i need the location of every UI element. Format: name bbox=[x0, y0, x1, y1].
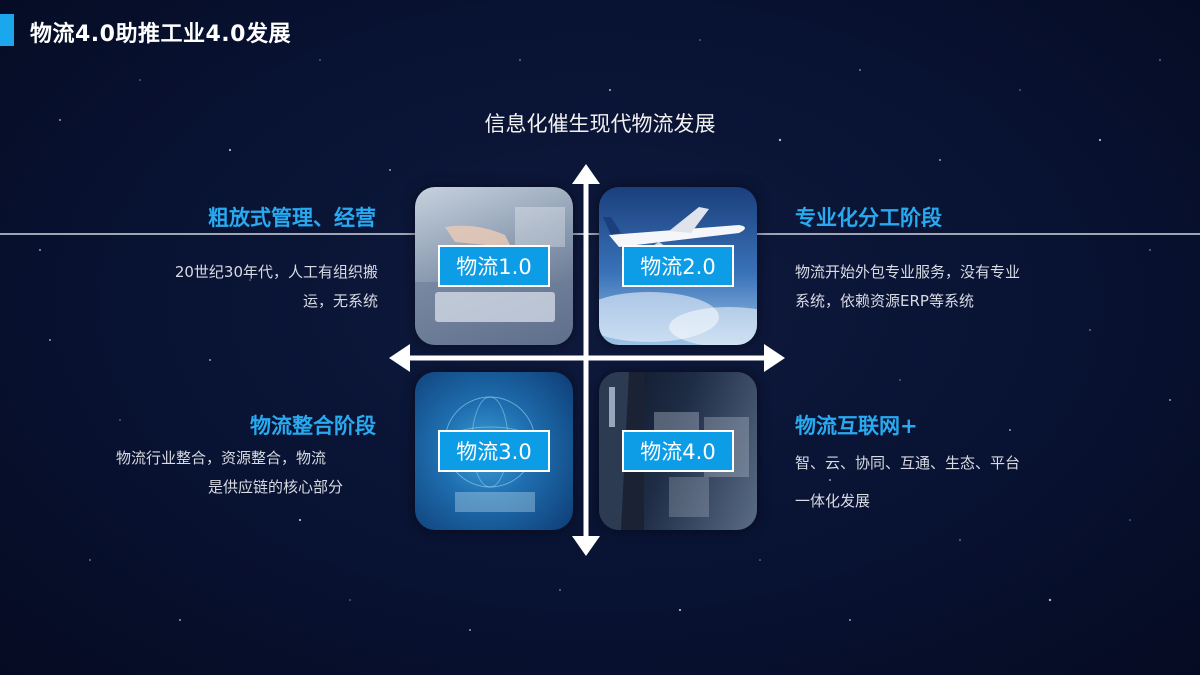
quadrant-2-desc-line1: 物流开始外包专业服务，没有专业 bbox=[795, 263, 1021, 281]
tile-label-1: 物流1.0 bbox=[438, 245, 550, 287]
quadrant-3-description: 物流行业整合，资源整合，物流 是供应链的核心部分 bbox=[116, 444, 386, 502]
tile-label-4: 物流4.0 bbox=[622, 430, 734, 472]
quadrant-1-description: 20世纪30年代，人工有组织搬 运，无系统 bbox=[90, 258, 378, 316]
quadrant-tile-3: 物流3.0 bbox=[415, 372, 573, 530]
tile-label-2: 物流2.0 bbox=[622, 245, 734, 287]
quadrant-1-heading: 粗放式管理、经营 bbox=[208, 206, 376, 230]
quadrant-3-heading: 物流整合阶段 bbox=[250, 414, 376, 438]
quadrant-2-description: 物流开始外包专业服务，没有专业 系统，依赖资源ERP等系统 bbox=[795, 258, 1125, 316]
quadrant-1-desc-line2: 运，无系统 bbox=[302, 292, 378, 310]
quadrant-4-heading: 物流互联网+ bbox=[795, 414, 918, 438]
quadrant-3-desc-line2: 是供应链的核心部分 bbox=[208, 478, 344, 496]
title-accent-bar bbox=[0, 14, 14, 46]
tile-label-3: 物流3.0 bbox=[438, 430, 550, 472]
quadrant-3-desc-line1: 物流行业整合，资源整合，物流 bbox=[116, 449, 327, 467]
airplane-image bbox=[599, 207, 757, 345]
quadrant-tile-1: 物流1.0 bbox=[415, 187, 573, 345]
quadrant-4-description: 智、云、协同、互通、生态、平台 一体化发展 bbox=[795, 444, 1125, 520]
quadrant-4-desc-line2: 一体化发展 bbox=[795, 492, 871, 510]
hand-laptop-image bbox=[415, 207, 573, 345]
top-caption: 信息化催生现代物流发展 bbox=[484, 112, 716, 136]
slide-title: 物流4.0助推工业4.0发展 bbox=[30, 22, 291, 47]
quadrant-2-heading: 专业化分工阶段 bbox=[795, 206, 942, 230]
quadrant-2-desc-line2: 系统，依赖资源ERP等系统 bbox=[795, 292, 974, 310]
quadrant-4-desc-line1: 智、云、协同、互通、生态、平台 bbox=[795, 454, 1021, 472]
quadrant-tile-4: 物流4.0 bbox=[599, 372, 757, 530]
quadrant-tile-2: 物流2.0 bbox=[599, 187, 757, 345]
quadrant-1-desc-line1: 20世纪30年代，人工有组织搬 bbox=[174, 263, 378, 281]
